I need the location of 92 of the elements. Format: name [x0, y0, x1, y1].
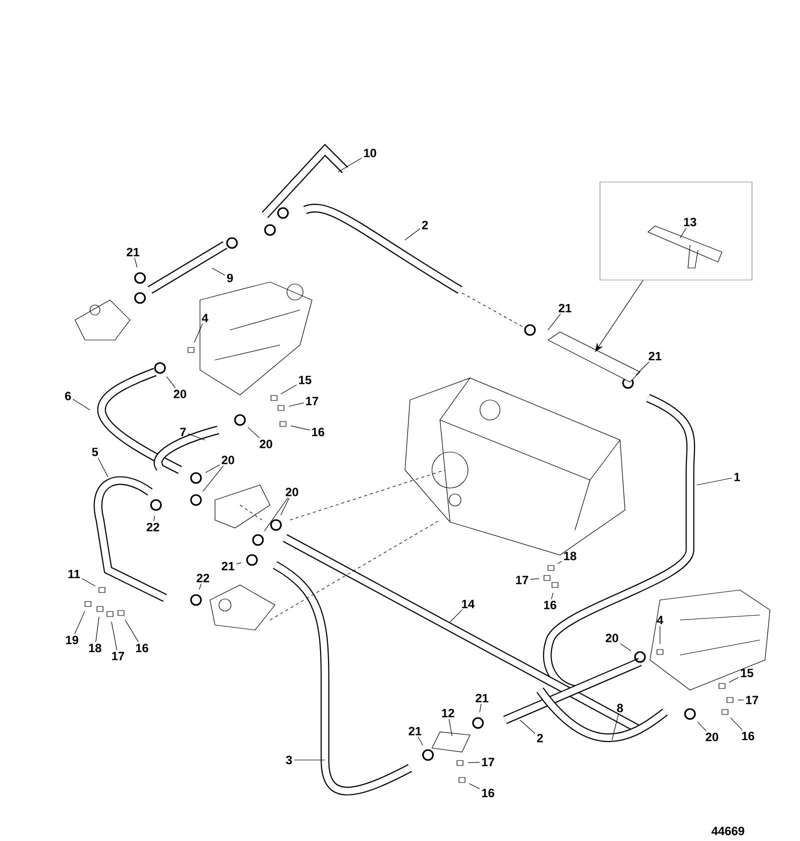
leader-line	[290, 426, 310, 430]
callout-number: 1	[734, 472, 740, 482]
leader-line	[202, 466, 224, 492]
leader-line	[551, 592, 554, 600]
leader-line	[338, 158, 362, 172]
callout-number: 6	[65, 392, 71, 400]
leader-line	[98, 458, 108, 478]
callout-number: 18	[564, 552, 576, 560]
callout-number: 5	[92, 448, 98, 456]
callout-number: 16	[312, 428, 324, 436]
callout-number: 4	[656, 616, 664, 624]
inset-frame	[600, 182, 752, 280]
callout-number: 9	[227, 274, 233, 282]
callout-number: 17	[306, 396, 318, 406]
callout-number: 7	[180, 428, 186, 436]
callout-number: 2	[422, 220, 428, 230]
leader-line	[520, 720, 536, 734]
callout-number: 16	[482, 788, 494, 798]
leader-line	[557, 561, 562, 564]
callout-number: 4	[202, 314, 208, 322]
leader-line	[205, 464, 220, 473]
callout-number: 19	[66, 636, 78, 644]
leader-line	[635, 362, 650, 376]
leader-line	[74, 611, 86, 634]
leader-line	[280, 384, 297, 394]
leader-line	[248, 427, 260, 438]
callout-number: 2	[537, 734, 543, 742]
callout-number: 3	[286, 756, 292, 764]
callout-number: 21	[126, 248, 140, 256]
drawing-number: 44669	[712, 826, 744, 836]
leader-line	[212, 268, 226, 276]
callout-number: 21	[476, 694, 488, 702]
leader-line	[124, 620, 139, 642]
leader-line	[697, 722, 707, 732]
callout-number: 8	[617, 704, 623, 712]
callout-number: 20	[222, 456, 234, 464]
leader-line	[280, 498, 290, 516]
callout-number: 21	[558, 304, 572, 312]
leader-line	[194, 324, 203, 343]
callout-number: 18	[89, 644, 102, 652]
leader-line	[548, 314, 561, 330]
leader-line	[82, 578, 96, 586]
callout-number: 16	[136, 644, 148, 652]
callout-number: 21	[648, 352, 662, 360]
leader-line	[236, 562, 242, 564]
leader-line	[728, 677, 739, 683]
callout-number: 20	[706, 732, 718, 742]
leader-line	[72, 398, 90, 410]
callout-number: 16	[742, 732, 754, 740]
callout-number: 22	[146, 522, 160, 532]
leader-line	[612, 714, 619, 740]
callout-number: 16	[544, 600, 556, 610]
leader-line	[450, 610, 462, 622]
leader-line	[730, 717, 743, 730]
leader-line	[696, 478, 732, 486]
leader-line	[468, 783, 480, 790]
leader-line	[111, 622, 118, 650]
callout-number: 13	[684, 218, 696, 226]
leader-line	[95, 616, 100, 642]
callout-number: 17	[746, 696, 758, 704]
callout-number: 20	[260, 440, 272, 448]
callout-number: 11	[68, 570, 80, 578]
callout-number: 10	[364, 148, 376, 158]
callout-number: 17	[482, 758, 494, 766]
leader-line	[620, 643, 632, 652]
callout-number: 14	[462, 600, 475, 608]
leader-line	[680, 228, 687, 238]
callout-number: 17	[516, 576, 528, 584]
leader-line	[154, 516, 155, 522]
callout-number: 21	[408, 726, 422, 736]
callout-number: 20	[286, 488, 298, 496]
callout-number: 15	[741, 668, 754, 678]
arrow	[595, 280, 644, 352]
callout-number: 17	[112, 652, 124, 660]
callout-number: 20	[606, 634, 618, 642]
leader-line	[448, 718, 452, 736]
callout-number: 12	[442, 708, 454, 718]
leader-line	[199, 584, 202, 590]
leader-line	[188, 434, 206, 440]
leader-line	[530, 578, 540, 580]
leader-line	[264, 498, 288, 532]
leader-line	[166, 376, 176, 388]
callout-number: 22	[196, 574, 210, 582]
callout-number: 20	[174, 390, 186, 398]
callout-number: 15	[299, 376, 312, 384]
leader-line	[404, 228, 420, 240]
leader-line	[288, 402, 304, 407]
leader-line	[418, 736, 424, 746]
leader-line	[134, 258, 138, 268]
leader-line	[468, 762, 480, 764]
leader-line	[479, 704, 482, 712]
callout-number: 21	[222, 562, 234, 570]
